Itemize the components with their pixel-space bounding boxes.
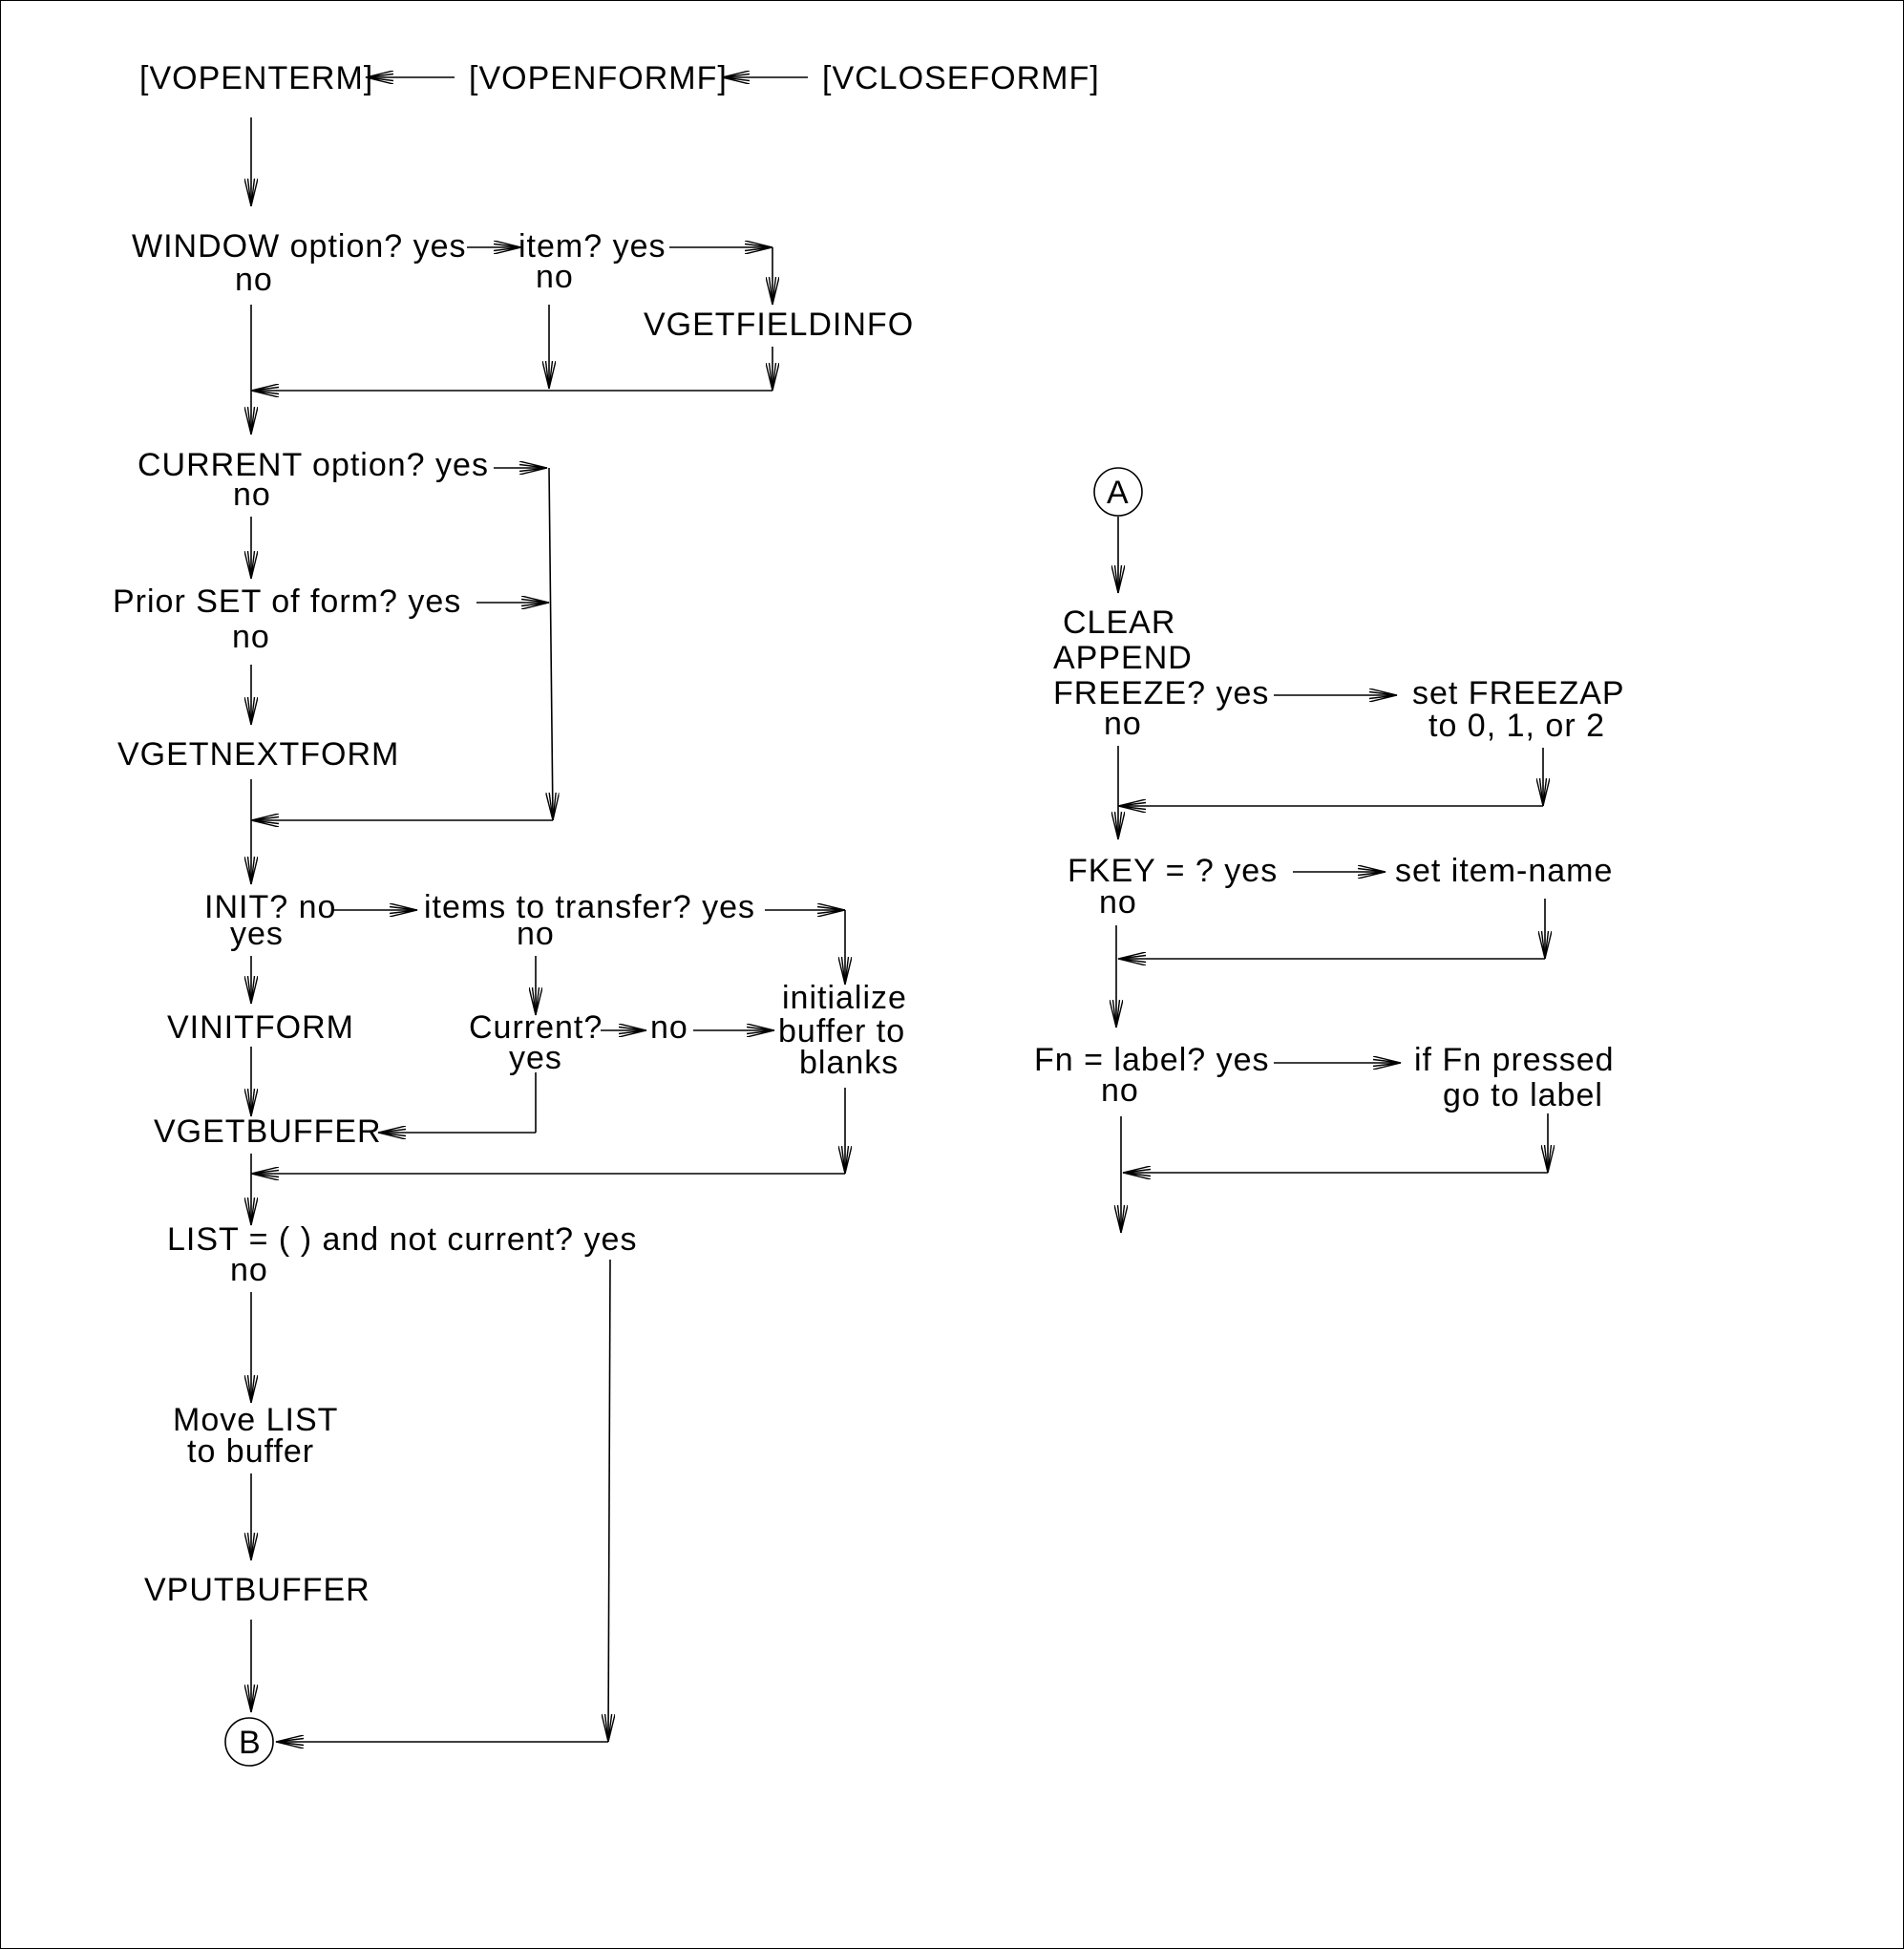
list-question-label: LIST = ( ) and not current? yes <box>167 1221 637 1258</box>
list-no-label: no <box>230 1252 268 1288</box>
current-question-no-label: no <box>650 1009 688 1046</box>
set-freezap-line1: set FREEZAP <box>1412 675 1625 711</box>
set-freezap-line2: to 0, 1, or 2 <box>1428 708 1605 744</box>
fkey-no-label: no <box>1099 884 1137 921</box>
set-item-name-label: set item-name <box>1395 853 1613 889</box>
fn-pressed-line2: go to label <box>1443 1077 1603 1113</box>
current-question-label: Current? <box>469 1009 603 1046</box>
initialize-buffer-line3: blanks <box>799 1045 899 1081</box>
connector-b-label: B <box>239 1725 262 1761</box>
vgetnextform-label: VGETNEXTFORM <box>117 736 399 773</box>
window-no-label: no <box>235 262 273 298</box>
init-yes-label: yes <box>230 916 284 952</box>
current-question-yes-label: yes <box>509 1040 562 1076</box>
prior-no-label: no <box>232 619 270 655</box>
vcloseformf-label: [VCLOSEFORMF] <box>822 60 1100 96</box>
line-list-yes-down <box>608 1259 610 1742</box>
vputbuffer-label: VPUTBUFFER <box>144 1572 370 1608</box>
fkey-question-label: FKEY = ? yes <box>1068 853 1278 889</box>
items-transfer-label: items to transfer? yes <box>424 889 755 925</box>
connector-a-circle <box>1093 467 1143 517</box>
vgetfieldinfo-label: VGETFIELDINFO <box>644 307 914 343</box>
connector-a-label: A <box>1107 475 1130 511</box>
freeze-no-label: no <box>1104 706 1142 742</box>
window-option-label: WINDOW option? yes <box>132 228 467 265</box>
move-list-line2: to buffer <box>187 1433 314 1470</box>
clear-label: CLEAR <box>1063 604 1175 641</box>
item-question-label: item? yes <box>518 228 666 265</box>
current-no-label: no <box>233 477 271 513</box>
init-question-label: INIT? no <box>204 889 336 925</box>
vopenformf-label: [VOPENFORMF] <box>469 60 728 96</box>
fn-no-label: no <box>1101 1072 1139 1109</box>
vopenterm-label: [VOPENTERM] <box>139 60 373 96</box>
line-current-yes-vertical <box>549 467 553 820</box>
item-no-label: no <box>536 259 574 295</box>
current-option-label: CURRENT option? yes <box>138 447 489 483</box>
items-no-label: no <box>517 916 555 952</box>
connector-b-circle <box>224 1717 274 1767</box>
fn-pressed-line1: if Fn pressed <box>1414 1042 1615 1078</box>
move-list-line1: Move LIST <box>173 1402 338 1438</box>
fn-question-label: Fn = label? yes <box>1034 1042 1270 1078</box>
freeze-question-label: FREEZE? yes <box>1053 675 1269 711</box>
append-label: APPEND <box>1053 640 1193 676</box>
initialize-buffer-line2: buffer to <box>778 1013 905 1049</box>
prior-set-label: Prior SET of form? yes <box>113 583 461 620</box>
vgetbuffer-label: VGETBUFFER <box>154 1113 382 1150</box>
vinitform-label: VINITFORM <box>167 1009 354 1046</box>
initialize-buffer-line1: initialize <box>782 980 907 1016</box>
